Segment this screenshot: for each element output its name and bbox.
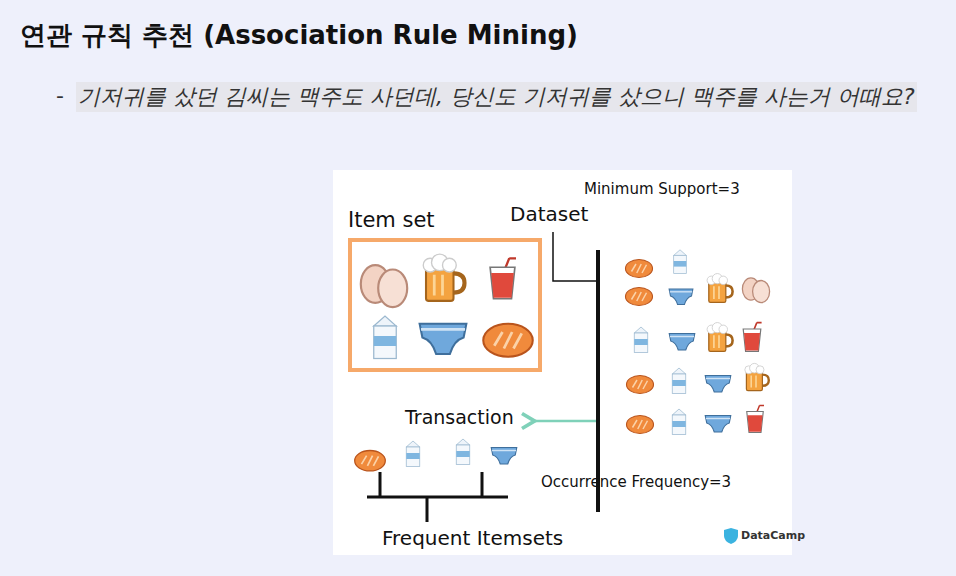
box-heading: Item set: [348, 208, 435, 232]
dataset-leader: [553, 232, 598, 281]
watermark: DataCamp: [741, 529, 805, 542]
frequency-label: Occurrence Frequency=3: [541, 473, 731, 491]
dataset-icons: [626, 250, 770, 435]
datacamp-logo: [724, 528, 738, 544]
itemset-box: Item set: [348, 238, 542, 372]
support-label: Minimum Support=3: [584, 180, 740, 198]
bracket: [367, 472, 508, 522]
subtitle: 기저귀를 샀던 김씨는 맥주도 사던데, 당신도 기저귀를 샀으니 맥주를 사는…: [76, 82, 917, 112]
transaction-label: Transaction: [405, 406, 514, 428]
dataset-bar: [596, 250, 600, 512]
transaction-arrow: [532, 420, 596, 423]
item-icons: [361, 254, 533, 358]
frequent-label: Frequent Itemsets: [382, 526, 563, 550]
frequent-icons: [355, 439, 517, 471]
bullet: -: [56, 83, 64, 108]
title: 연관 규칙 추천 (Association Rule Mining): [20, 18, 578, 53]
image-panel: [333, 170, 792, 555]
dataset-label: Dataset: [510, 202, 588, 226]
